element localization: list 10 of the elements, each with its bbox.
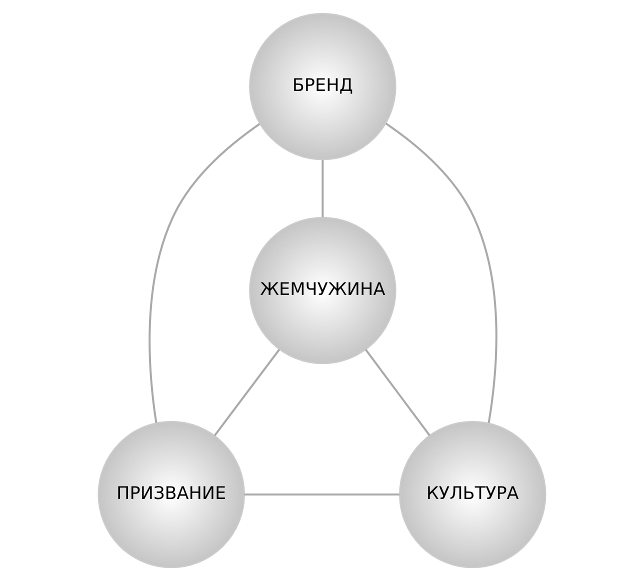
- node-circle: ЖЕМЧУЖИНА: [248, 216, 396, 364]
- node-circle: БРЕНД: [248, 12, 396, 160]
- connector: [384, 122, 497, 424]
- connector: [321, 160, 324, 218]
- connector: [213, 348, 280, 436]
- node-circle: ПРИЗВАНИЕ: [97, 420, 244, 568]
- node-circle: КУЛЬТУРА: [398, 420, 546, 568]
- connector: [364, 348, 430, 436]
- connector: [244, 494, 399, 496]
- connector: [148, 123, 260, 424]
